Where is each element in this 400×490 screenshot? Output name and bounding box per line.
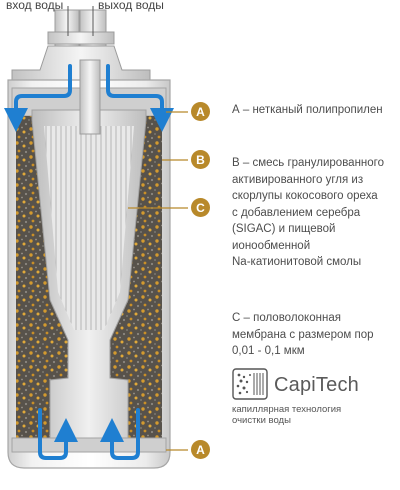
callout-a-bottom: A <box>191 440 210 459</box>
capitech-brand-name: CapiTech <box>274 374 359 396</box>
center-tube <box>79 59 101 135</box>
flow-arrow-top-left <box>4 64 72 132</box>
water-outlet-label: выход воды <box>98 0 164 12</box>
description-a-line: А – нетканый полипропилен <box>232 104 383 116</box>
bottom-polypropylene-layer <box>11 437 167 453</box>
description-b: В – смесь гранулированного активированно… <box>232 155 398 271</box>
flow-arrow-bottom-right <box>100 408 140 460</box>
nozzle-ring <box>47 31 115 45</box>
description-c: С – половолоконная мембрана с размером п… <box>232 310 398 360</box>
flow-arrow-bottom-left <box>38 408 78 460</box>
capitech-logo-icon <box>232 368 268 400</box>
description-b-line: (SIGAC) и пищевой <box>232 223 336 235</box>
capitech-caption-line: капиллярная технология <box>232 404 342 415</box>
callout-a-top: A <box>191 102 210 121</box>
hollow-fibers <box>44 126 134 330</box>
description-b-line: с добавлением серебра <box>232 206 361 219</box>
description-b-line: ионообменной <box>232 239 311 252</box>
capitech-caption-line: очистки воды <box>232 415 291 426</box>
capitech-caption: капиллярная технология очистки воды <box>232 404 392 426</box>
callout-b: B <box>191 150 210 169</box>
flow-arrow-top-right <box>106 64 174 132</box>
water-inlet-label: вход воды <box>6 0 64 12</box>
description-b-line: В – смесь гранулированного <box>232 157 385 169</box>
description-c-line: мембрана с размером пор <box>232 328 374 341</box>
description-b-line: скорлупы кокосового ореха <box>232 190 378 202</box>
description-b-line: активированного угля из <box>232 173 364 186</box>
callout-c: C <box>191 198 210 217</box>
description-c-line: С – половолоконная <box>232 312 341 324</box>
description-a: А – нетканый полипропилен <box>232 102 398 119</box>
description-b-line: Na-катионитовой смолы <box>232 256 362 268</box>
description-c-line: 0,01 - 0,1 мкм <box>232 345 305 357</box>
